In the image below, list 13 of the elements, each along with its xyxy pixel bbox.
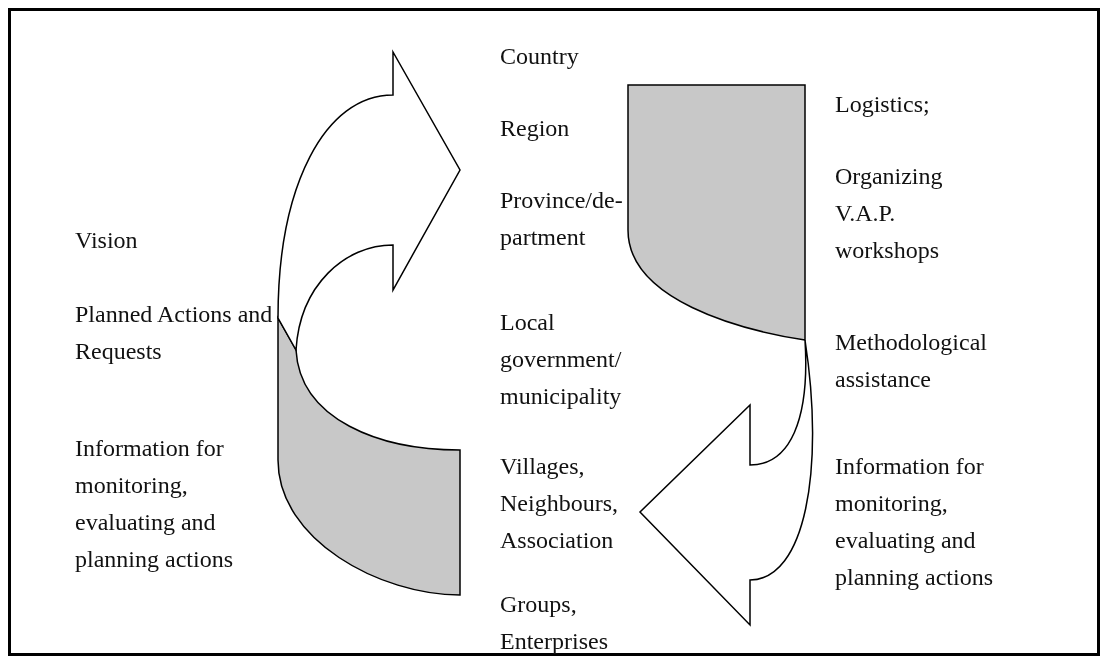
- label-text: Logistics;: [835, 90, 931, 119]
- label-text: Villages, Neighbours, Association: [500, 452, 619, 555]
- label-text: Vision: [75, 226, 139, 255]
- label-text: Information for monitoring, evaluating and planning actions: [75, 434, 234, 574]
- label-text: Province/de-partment: [500, 186, 624, 252]
- label-text: Organizing V.A.P. workshops: [835, 162, 944, 265]
- label-text: Groups, Enterprises: [500, 590, 609, 656]
- label-text: Information for monitoring, evaluating and planning actions: [835, 452, 994, 592]
- label-text: Region: [500, 114, 571, 143]
- label-text: Planned Actions and Requests: [75, 300, 274, 366]
- label-text: Local government/ municipality: [500, 308, 623, 411]
- label-text: Methodological assistance: [835, 328, 988, 394]
- label-text: Country: [500, 42, 580, 71]
